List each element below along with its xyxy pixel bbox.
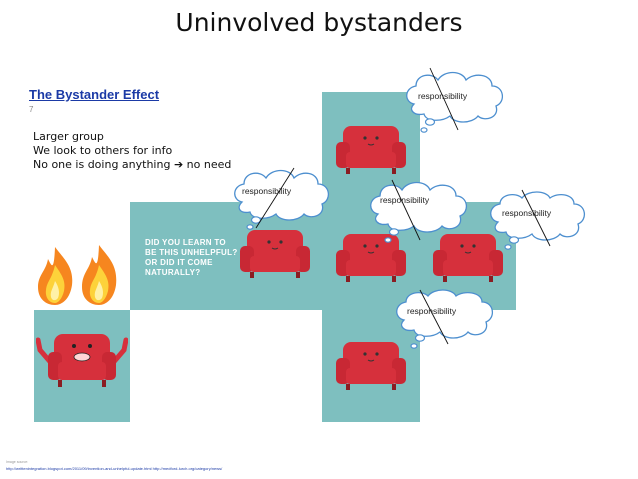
responsibility-label: responsibility: [242, 186, 292, 196]
couch-icon: [336, 342, 406, 390]
slide-number: 7: [29, 105, 34, 114]
cloud-shape-icon: [406, 67, 503, 133]
responsibility-label: responsibility: [418, 91, 468, 101]
bystander-effect-link[interactable]: The Bystander Effect: [29, 87, 160, 102]
thought-cloud: responsibility: [400, 66, 510, 136]
panicked-couch-icon: [36, 334, 128, 387]
thought-cloud: responsibility: [484, 188, 590, 250]
fire-icon: [38, 247, 73, 305]
bullet-item: No one is doing anything ➔ no need: [33, 158, 232, 171]
responsibility-label: responsibility: [502, 208, 552, 218]
cloud-shape-icon: [370, 179, 467, 243]
source-url-link[interactable]: http://writtenintegration.blogspot.com/2…: [6, 466, 223, 471]
cloud-shape-icon: [490, 189, 585, 250]
poster-question: DID YOU LEARN TO BE THIS UNHELPFUL? OR D…: [145, 238, 238, 277]
cloud-shape-icon: [234, 167, 329, 230]
thought-cloud: responsibility: [390, 286, 498, 350]
bullet-item: Larger group: [33, 130, 104, 143]
bullet-item: We look to others for info: [33, 144, 173, 157]
responsibility-label: responsibility: [407, 306, 457, 316]
fire-icon: [82, 245, 117, 305]
image-source-caption: Image source:: [6, 460, 29, 464]
responsibility-label: responsibility: [380, 195, 430, 205]
couch-icon: [336, 126, 406, 174]
couch-icon: [240, 230, 310, 278]
couch-icon: [433, 234, 503, 282]
bullet-list: Larger group We look to others for info …: [33, 130, 231, 172]
cloud-shape-icon: [396, 289, 493, 349]
thought-cloud: responsibility: [364, 178, 474, 246]
slide-title: Uninvolved bystanders: [175, 8, 463, 37]
thought-cloud: responsibility: [228, 166, 334, 232]
